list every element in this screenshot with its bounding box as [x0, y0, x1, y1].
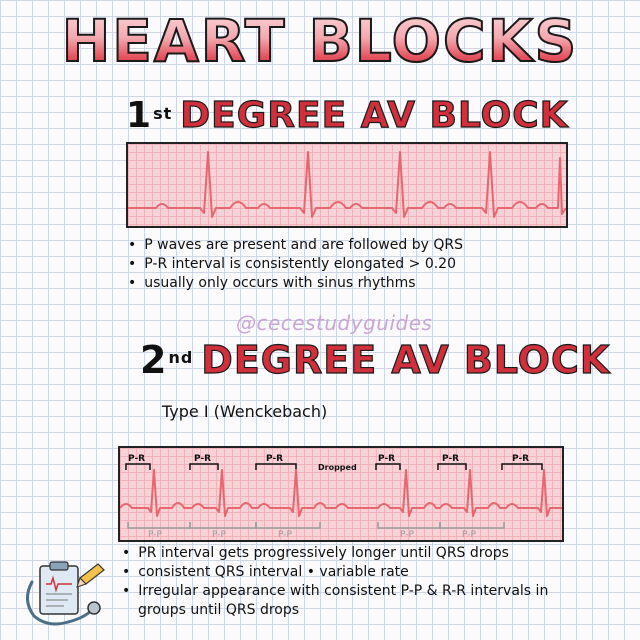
first-degree-heading-text: DEGREE AV BLOCK: [180, 95, 569, 136]
dropped-label: Dropped: [318, 463, 357, 472]
pp-label: P-P: [400, 530, 414, 540]
stethoscope-icon: [26, 580, 101, 626]
second-degree-bullets: PR interval gets progressively longer un…: [122, 544, 592, 620]
pp-label: P-P: [278, 530, 292, 540]
pr-label: P-R: [512, 454, 529, 464]
second-degree-subtype: Type I (Wenckebach): [162, 402, 328, 421]
clipboard-icon: [39, 561, 79, 615]
first-degree-ecg-trace: [128, 151, 567, 218]
first-degree-bullet: usually only occurs with sinus rhythms: [128, 274, 463, 293]
second-degree-heading-text: DEGREE AV BLOCK: [201, 337, 611, 382]
pr-label: P-R: [266, 454, 283, 464]
first-degree-bullet: P-R interval is consistently elongated >…: [128, 255, 463, 274]
second-degree-bullet: PR interval gets progressively longer un…: [122, 544, 592, 563]
second-degree-ordinal: nd: [168, 348, 194, 367]
pr-label: P-R: [194, 454, 211, 464]
second-degree-heading: 2nd DEGREE AV BLOCK: [140, 337, 611, 382]
second-degree-bullet: consistent QRS interval • variable rate: [122, 563, 592, 582]
second-degree-ecg-trace: P-R P-R P-R P-R P-R P-R Dropped P-P P-P …: [119, 454, 562, 540]
pp-label: P-P: [148, 530, 162, 540]
second-degree-bullet: Irregular appearance with consistent P-P…: [122, 582, 592, 620]
pp-label: P-P: [462, 530, 476, 540]
medical-illustration: [18, 560, 108, 630]
pencil-icon: [76, 563, 105, 588]
first-degree-ordinal: st: [153, 104, 173, 123]
pr-label: P-R: [128, 454, 145, 464]
page-title: HEART BLOCKS: [0, 7, 640, 75]
pr-label: P-R: [442, 454, 459, 464]
pr-label: P-R: [378, 454, 395, 464]
first-degree-heading: 1st DEGREE AV BLOCK: [126, 95, 569, 136]
first-degree-number: 1: [126, 95, 153, 136]
first-degree-bullets: P waves are present and are followed by …: [128, 236, 463, 293]
author-watermark: @cecestudyguides: [236, 311, 433, 335]
first-degree-ecg-strip: [126, 142, 568, 228]
second-degree-ecg-strip: P-R P-R P-R P-R P-R P-R Dropped P-P P-P …: [118, 446, 564, 542]
second-degree-number: 2: [140, 338, 168, 382]
pp-label: P-P: [212, 530, 226, 540]
first-degree-bullet: P waves are present and are followed by …: [128, 236, 463, 255]
